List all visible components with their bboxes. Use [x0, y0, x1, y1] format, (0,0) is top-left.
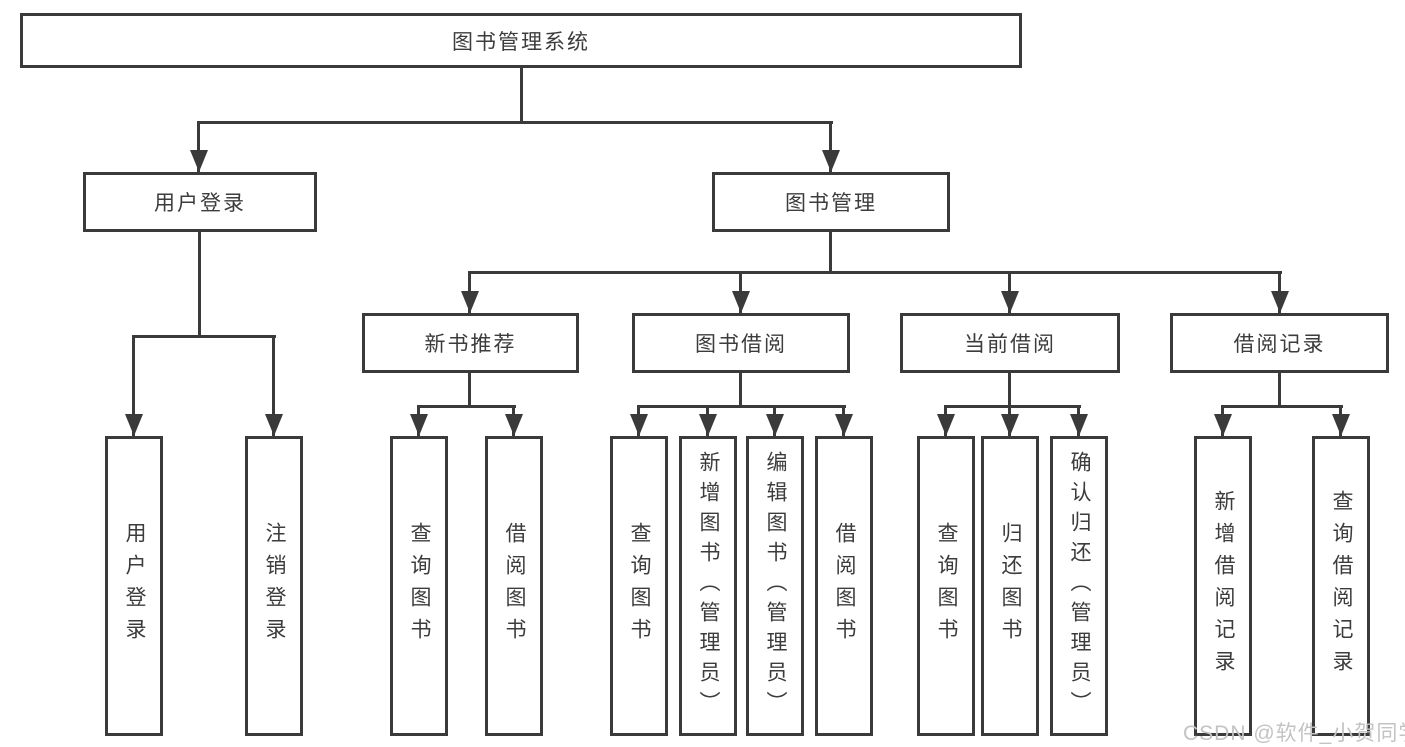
connector-current-rail — [944, 405, 1081, 408]
leaf-borrow-books-newbook: 借阅图书 — [485, 436, 543, 736]
arrow-down-icon — [1070, 414, 1088, 436]
connector-newbook-stem — [468, 373, 471, 405]
arrow-down-icon — [410, 414, 428, 436]
connector-records-stem — [1278, 373, 1281, 405]
connector-borrowing-stem — [739, 373, 742, 405]
arrow-down-icon — [461, 291, 479, 313]
module-new-book-node: 新书推荐 — [362, 313, 579, 373]
arrow-down-icon — [1001, 414, 1019, 436]
connector-login-stem — [198, 232, 201, 335]
leaf-logout: 注销登录 — [245, 436, 303, 736]
arrow-down-icon — [1332, 414, 1350, 436]
leaf-query-books-current: 查询图书 — [917, 436, 975, 736]
connector-login-rail — [132, 335, 276, 338]
root-node: 图书管理系统 — [20, 13, 1022, 68]
branch-book-management-node: 图书管理 — [712, 172, 950, 232]
connector-borrowing-rail — [637, 405, 846, 408]
arrow-down-icon — [822, 150, 840, 172]
connector-mgmt-rail — [468, 271, 1282, 274]
arrow-down-icon — [1214, 414, 1232, 436]
leaf-add-borrow-record: 新增借阅记录 — [1194, 436, 1252, 736]
arrow-down-icon — [1271, 291, 1289, 313]
connector-mgmt-stem — [829, 232, 832, 271]
module-borrow-records-node: 借阅记录 — [1170, 313, 1389, 373]
leaf-confirm-return-admin: 确认归还（管理员） — [1050, 436, 1108, 736]
leaf-borrow-books-borrowing: 借阅图书 — [815, 436, 873, 736]
module-current-borrow-node: 当前借阅 — [900, 313, 1120, 373]
connector-current-stem — [1008, 373, 1011, 405]
connector-login-to-leaf2 — [272, 335, 275, 436]
branch-user-login-node: 用户登录 — [83, 172, 317, 232]
connector-root-rail — [197, 121, 833, 124]
arrow-down-icon — [766, 414, 784, 436]
leaf-edit-books-admin: 编辑图书（管理员） — [746, 436, 804, 736]
connector-records-rail — [1221, 405, 1343, 408]
arrow-down-icon — [699, 414, 717, 436]
leaf-add-books-admin: 新增图书（管理员） — [679, 436, 737, 736]
connector-root-to-mgmt — [829, 121, 832, 172]
arrow-down-icon — [1001, 291, 1019, 313]
arrow-down-icon — [505, 414, 523, 436]
arrow-down-icon — [125, 414, 143, 436]
connector-root-stem — [520, 68, 523, 121]
csdn-watermark: CSDN @软件_小贺同学 — [1183, 722, 1405, 745]
leaf-query-books-newbook: 查询图书 — [390, 436, 448, 736]
leaf-return-books: 归还图书 — [981, 436, 1039, 736]
arrow-down-icon — [190, 150, 208, 172]
connector-newbook-rail — [417, 405, 516, 408]
connector-root-to-login — [197, 121, 200, 172]
arrow-down-icon — [265, 414, 283, 436]
arrow-down-icon — [835, 414, 853, 436]
arrow-down-icon — [937, 414, 955, 436]
arrow-down-icon — [630, 414, 648, 436]
leaf-query-borrow-record: 查询借阅记录 — [1312, 436, 1370, 736]
arrow-down-icon — [732, 291, 750, 313]
connector-login-to-leaf1 — [132, 335, 135, 436]
leaf-query-books-borrowing: 查询图书 — [610, 436, 668, 736]
module-book-borrowing-node: 图书借阅 — [632, 313, 850, 373]
leaf-user-login: 用户登录 — [105, 436, 163, 736]
